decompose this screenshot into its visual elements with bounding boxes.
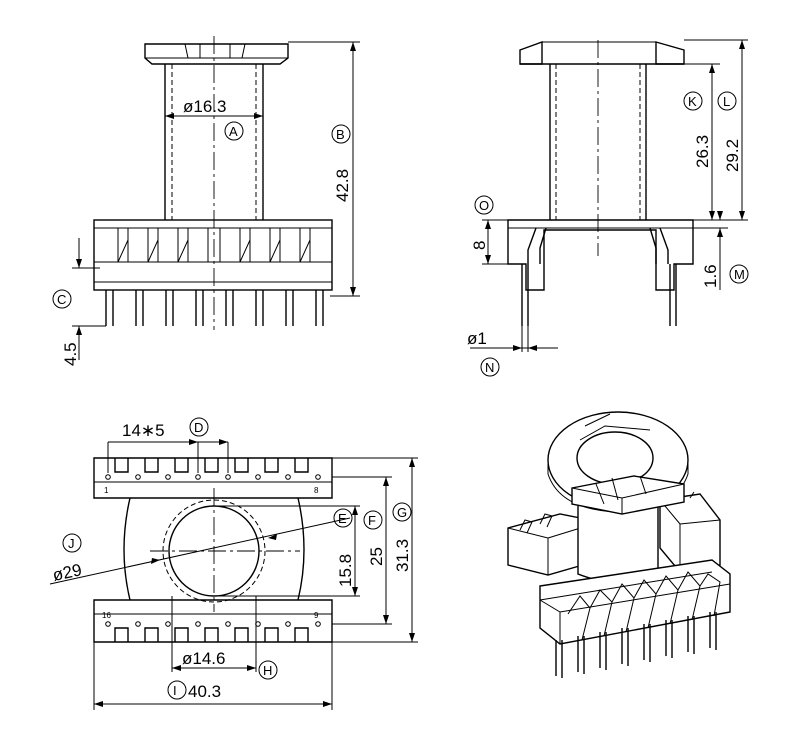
pin-number-8: 8 xyxy=(314,486,319,495)
top-view: 1 8 16 9 14∗5 D J ø29 xyxy=(49,417,418,710)
pin-number-1: 1 xyxy=(104,486,109,495)
marker-o: O xyxy=(479,198,489,213)
dim-width-f: 25 xyxy=(367,547,386,566)
dim-base-thickness: 8 xyxy=(470,241,489,250)
marker-l: L xyxy=(723,94,730,109)
front-view: ø16.3 A B 42.8 C 4.5 xyxy=(52,36,360,366)
dim-height-k: 26.3 xyxy=(693,135,712,168)
dim-pin-dia: ø1 xyxy=(467,329,487,348)
dim-width-total: 40.3 xyxy=(188,682,221,701)
dim-bore-dia-front: ø16.3 xyxy=(183,97,226,116)
dim-flange-thickness: 1.6 xyxy=(701,264,720,288)
marker-c: C xyxy=(57,292,66,307)
dim-height-l: 29.2 xyxy=(723,139,742,172)
marker-b: B xyxy=(336,127,345,142)
marker-j: J xyxy=(68,536,75,551)
marker-e: E xyxy=(338,511,347,526)
dim-window-e: 15.8 xyxy=(336,554,355,587)
dim-bore-dia-top: ø14.6 xyxy=(182,649,225,668)
marker-d: D xyxy=(194,420,203,435)
dim-flange-dia: ø29 xyxy=(51,560,84,585)
pin-number-16: 16 xyxy=(102,611,111,620)
marker-i: I xyxy=(173,683,177,698)
dim-height-total: 42.8 xyxy=(333,169,352,202)
marker-m: M xyxy=(734,267,745,282)
dim-pin-pitch: 14∗5 xyxy=(122,421,165,440)
marker-g: G xyxy=(397,505,407,520)
marker-f: F xyxy=(368,513,376,528)
marker-a: A xyxy=(229,124,238,139)
marker-n: N xyxy=(485,360,494,375)
dim-pin-standoff: 4.5 xyxy=(61,342,80,366)
isometric-view xyxy=(507,411,731,678)
side-view: K L 26.3 29.2 M 1.6 O 8 ø1 N xyxy=(467,39,749,377)
pin-number-9: 9 xyxy=(314,611,319,620)
dim-depth-g: 31.3 xyxy=(393,539,412,572)
marker-h: H xyxy=(263,663,272,678)
marker-k: K xyxy=(688,94,697,109)
